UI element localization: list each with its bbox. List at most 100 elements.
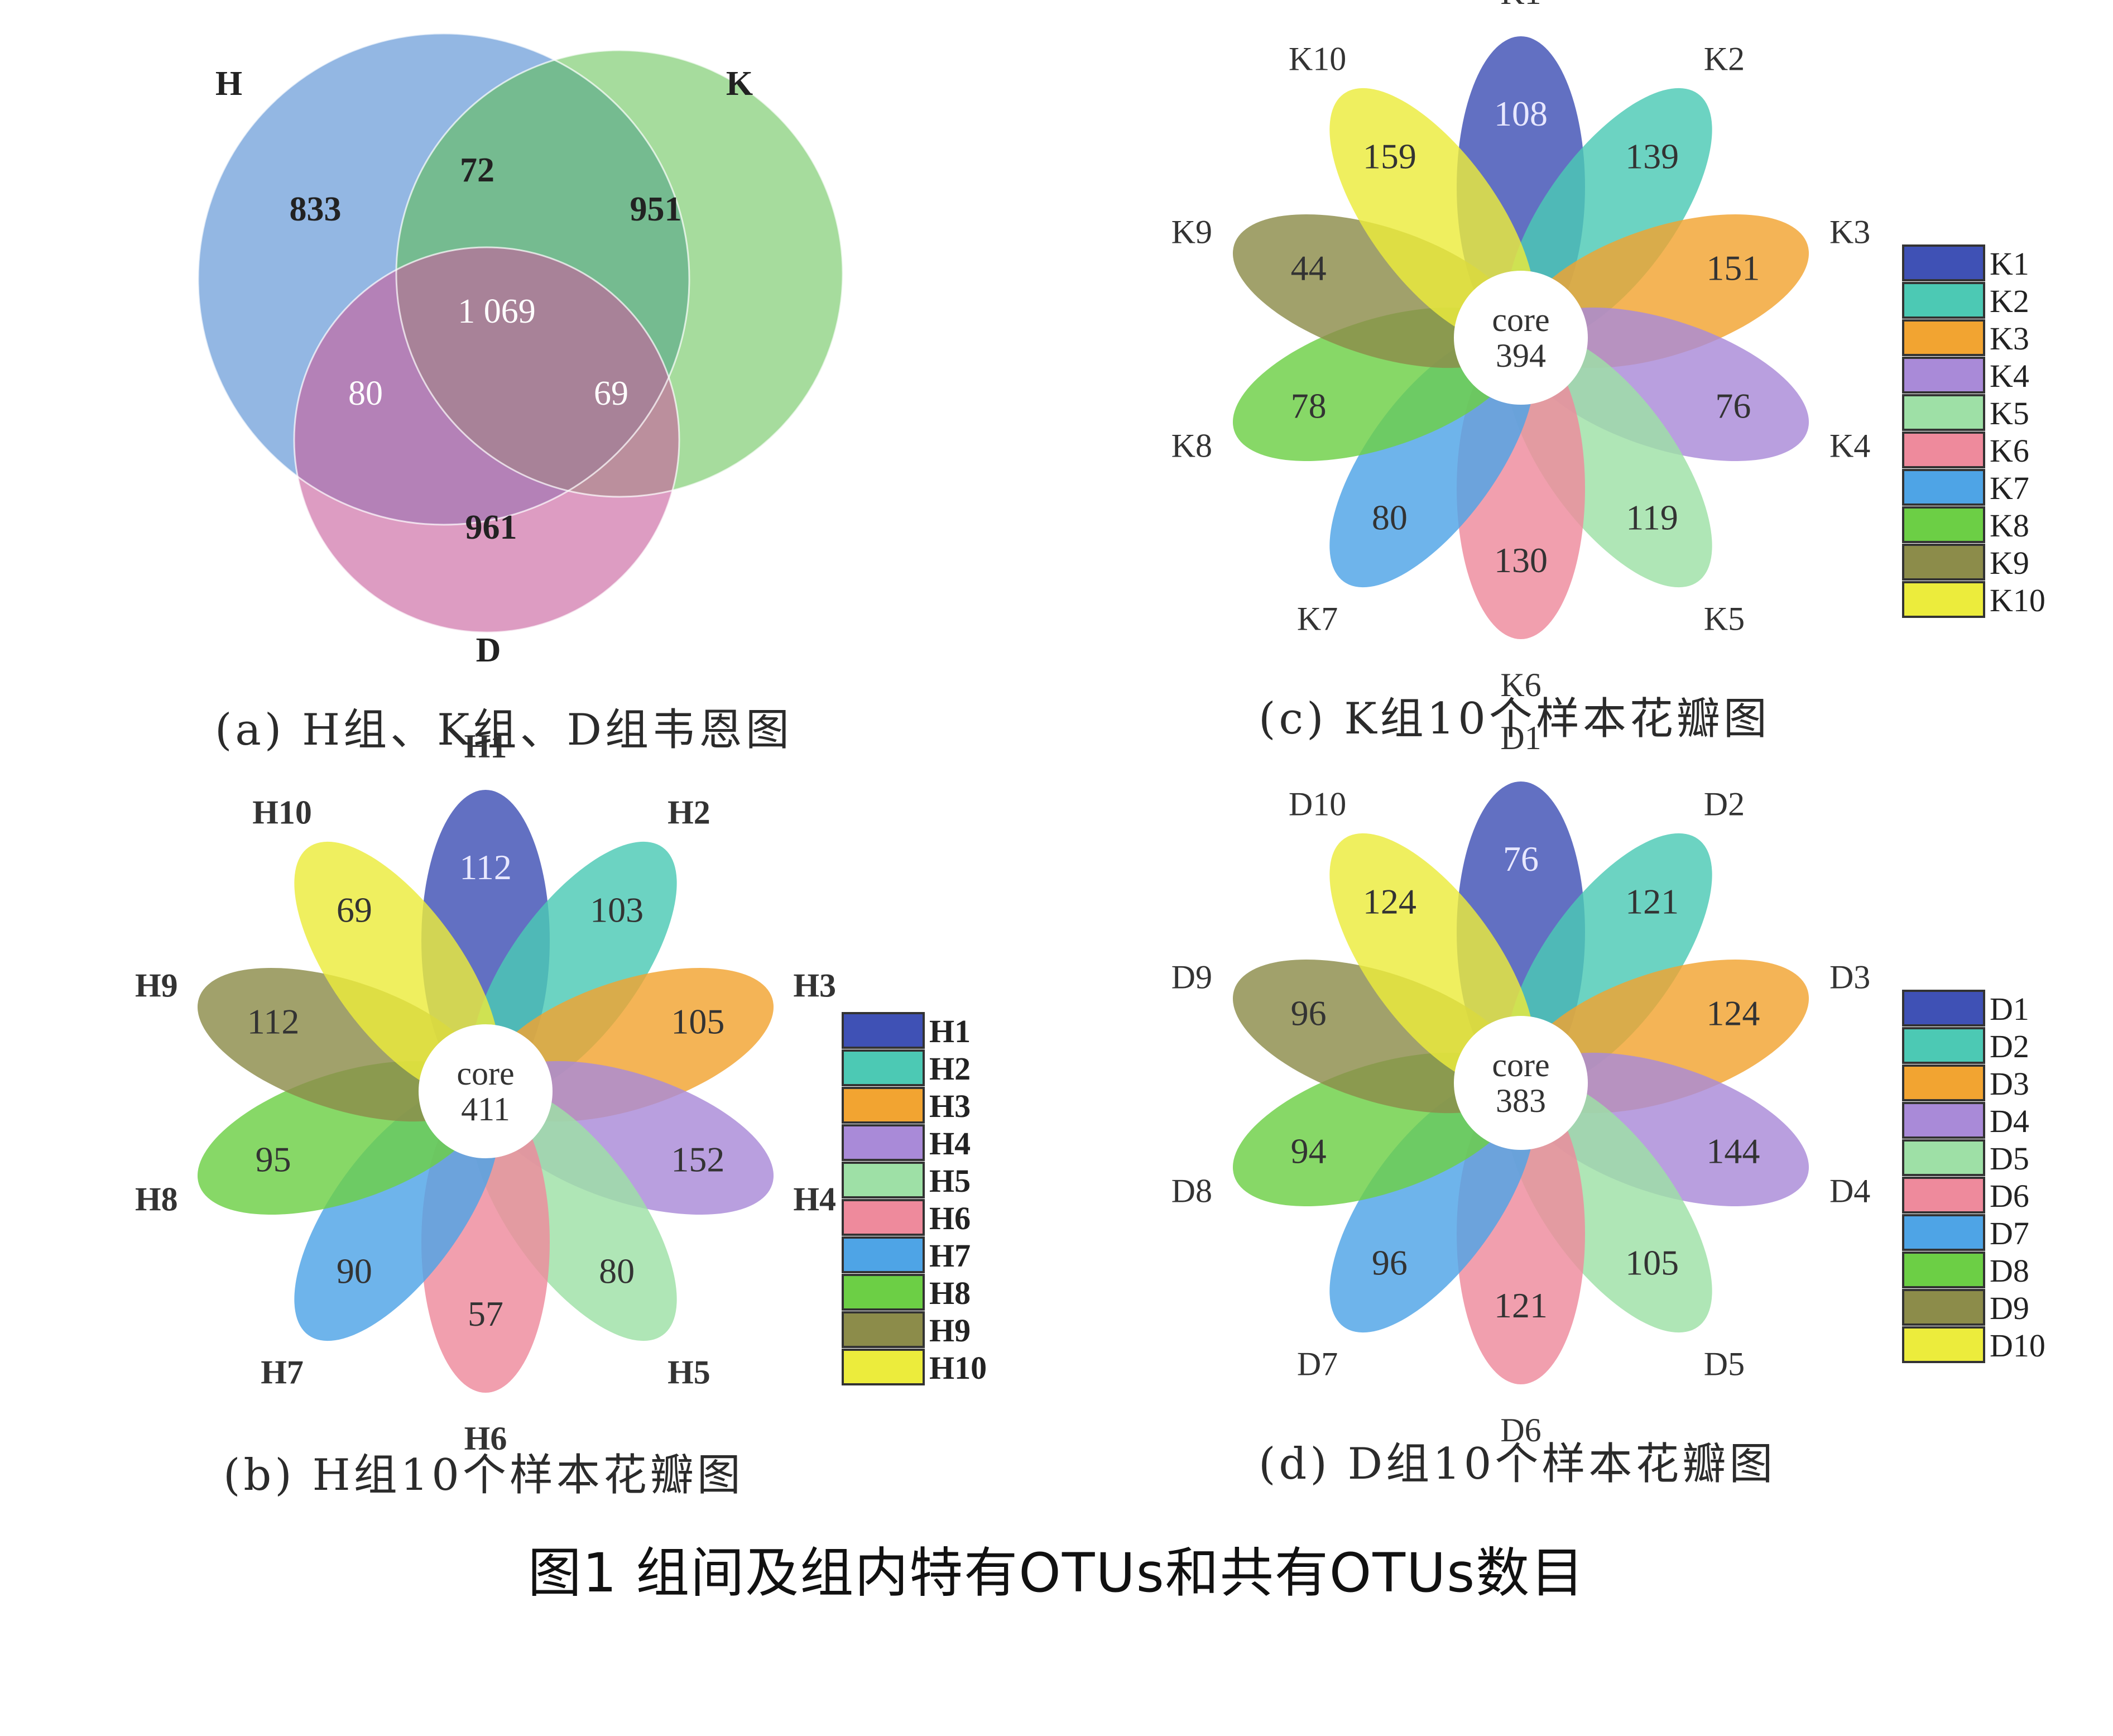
petal-label-d3: D3 — [1829, 958, 1870, 995]
legend-label-h4: H4 — [929, 1125, 971, 1162]
petal-label-d8: D8 — [1171, 1173, 1212, 1210]
petal-label-h1: H1 — [464, 728, 507, 765]
petal-value-d2: 121 — [1625, 881, 1679, 921]
legend-label-d6: D6 — [1990, 1178, 2029, 1214]
petal-label-d5: D5 — [1704, 1346, 1745, 1383]
petal-value-d3: 124 — [1706, 993, 1760, 1033]
legend-label-h3: H3 — [929, 1088, 971, 1124]
petal-value-k5: 119 — [1626, 498, 1678, 538]
petal-value-k3: 151 — [1706, 248, 1760, 287]
legend-label-h9: H9 — [929, 1312, 971, 1349]
legend-label-d2: D2 — [1990, 1028, 2029, 1064]
petal-label-k3: K3 — [1829, 213, 1870, 250]
legend-label-d8: D8 — [1990, 1253, 2029, 1289]
legend-label-k10: K10 — [1990, 582, 2045, 618]
legend-swatch-h7 — [842, 1236, 925, 1273]
petal-value-k1: 108 — [1494, 94, 1548, 133]
venn-value-h-only: 833 — [290, 190, 342, 228]
legend-label-h10: H10 — [929, 1350, 987, 1386]
legend-swatch-h10 — [842, 1349, 925, 1385]
petal-value-h8: 95 — [256, 1140, 291, 1179]
petal-value-d6: 121 — [1494, 1286, 1548, 1325]
legend-label-h2: H2 — [929, 1051, 971, 1087]
petal-value-h6: 57 — [468, 1294, 503, 1334]
petal-label-h8: H8 — [135, 1181, 178, 1218]
petal-value-d4: 144 — [1706, 1131, 1760, 1171]
legend-label-k9: K9 — [1990, 545, 2029, 581]
venn-value-d-only: 961 — [465, 509, 517, 546]
legend-swatch-k10 — [1902, 581, 1985, 618]
legend-swatch-d10 — [1902, 1326, 1985, 1363]
legend-label-k1: K1 — [1990, 246, 2029, 282]
core-circle — [419, 1024, 553, 1158]
legend-swatch-h5 — [842, 1162, 925, 1198]
venn-label-h: H — [215, 65, 242, 103]
petal-label-k8: K8 — [1171, 428, 1212, 464]
petal-value-d10: 124 — [1363, 881, 1416, 921]
legend-swatch-d4 — [1902, 1102, 1985, 1139]
legend-label-d7: D7 — [1990, 1215, 2029, 1251]
legend-swatch-h4 — [842, 1124, 925, 1161]
petal-value-d9: 96 — [1291, 993, 1327, 1033]
petal-d10 — [1329, 833, 1535, 1089]
petal-value-k10: 159 — [1363, 136, 1416, 176]
venn-value-k-only: 951 — [630, 190, 682, 228]
legend-swatch-h2 — [842, 1049, 925, 1086]
legend-label-k5: K5 — [1990, 395, 2029, 431]
core-label: core — [1492, 301, 1549, 338]
legend-swatch-h9 — [842, 1311, 925, 1348]
petal-value-h5: 80 — [599, 1251, 635, 1291]
petal-value-d8: 94 — [1291, 1131, 1327, 1171]
petal-value-d5: 105 — [1625, 1243, 1679, 1283]
petal-value-h3: 105 — [671, 1001, 724, 1041]
petal-value-k4: 76 — [1715, 386, 1751, 426]
legend-label-h7: H7 — [929, 1238, 971, 1274]
core-label: core — [1492, 1047, 1549, 1083]
petal-value-k8: 78 — [1291, 386, 1327, 426]
caption-a: (a) H组、K组、D组韦恩图 — [215, 705, 793, 755]
petal-label-d4: D4 — [1829, 1173, 1870, 1210]
petal-value-h1: 112 — [459, 847, 512, 887]
venn-diagram: H K D 833 951 961 72 80 69 1 069 — [197, 32, 844, 669]
legend-label-h8: H8 — [929, 1275, 971, 1311]
legend-swatch-k4 — [1902, 357, 1985, 394]
legend-swatch-d9 — [1902, 1289, 1985, 1326]
legend-label-h1: H1 — [929, 1013, 971, 1049]
legend-swatch-k2 — [1902, 282, 1985, 319]
petal-label-h5: H5 — [667, 1354, 710, 1391]
petal-label-k5: K5 — [1704, 601, 1745, 637]
legend-swatch-h8 — [842, 1274, 925, 1311]
petal-label-d10: D10 — [1289, 785, 1346, 822]
legend-swatch-k3 — [1902, 319, 1985, 356]
legend-swatch-k8 — [1902, 506, 1985, 543]
legend-swatch-h1 — [842, 1012, 925, 1049]
petal-value-d7: 96 — [1372, 1243, 1408, 1283]
petal-label-h10: H10 — [252, 794, 312, 831]
legend-label-h5: H5 — [929, 1163, 971, 1199]
legend-swatch-d1 — [1902, 990, 1985, 1027]
figure-title: 图1 组间及组内特有OTUs和共有OTUs数目 — [527, 1542, 1586, 1604]
caption-c: (c) K组10个样本花瓣图 — [1259, 694, 1770, 744]
petal-value-h10: 69 — [337, 890, 372, 929]
petal-label-k9: K9 — [1171, 213, 1212, 250]
legend-label-k8: K8 — [1990, 507, 2029, 544]
legend-swatch-h6 — [842, 1199, 925, 1236]
legend-label-k3: K3 — [1990, 320, 2029, 357]
petal-h10 — [294, 841, 500, 1097]
caption-d: (d) D组10个样本花瓣图 — [1259, 1439, 1776, 1489]
petal-label-k7: K7 — [1297, 601, 1338, 637]
venn-value-hd: 80 — [348, 375, 383, 413]
legend-label-d9: D9 — [1990, 1290, 2029, 1326]
caption-b: (b) H组10个样本花瓣图 — [223, 1450, 744, 1500]
legend-label-d3: D3 — [1990, 1066, 2029, 1102]
legend-swatch-d5 — [1902, 1139, 1985, 1176]
petal-label-k6: K6 — [1500, 666, 1541, 703]
legend-swatch-d3 — [1902, 1064, 1985, 1101]
legend-swatch-d2 — [1902, 1027, 1985, 1064]
petal-value-k6: 130 — [1494, 540, 1548, 580]
venn-value-hk: 72 — [460, 151, 494, 189]
petal-label-k10: K10 — [1289, 40, 1346, 77]
